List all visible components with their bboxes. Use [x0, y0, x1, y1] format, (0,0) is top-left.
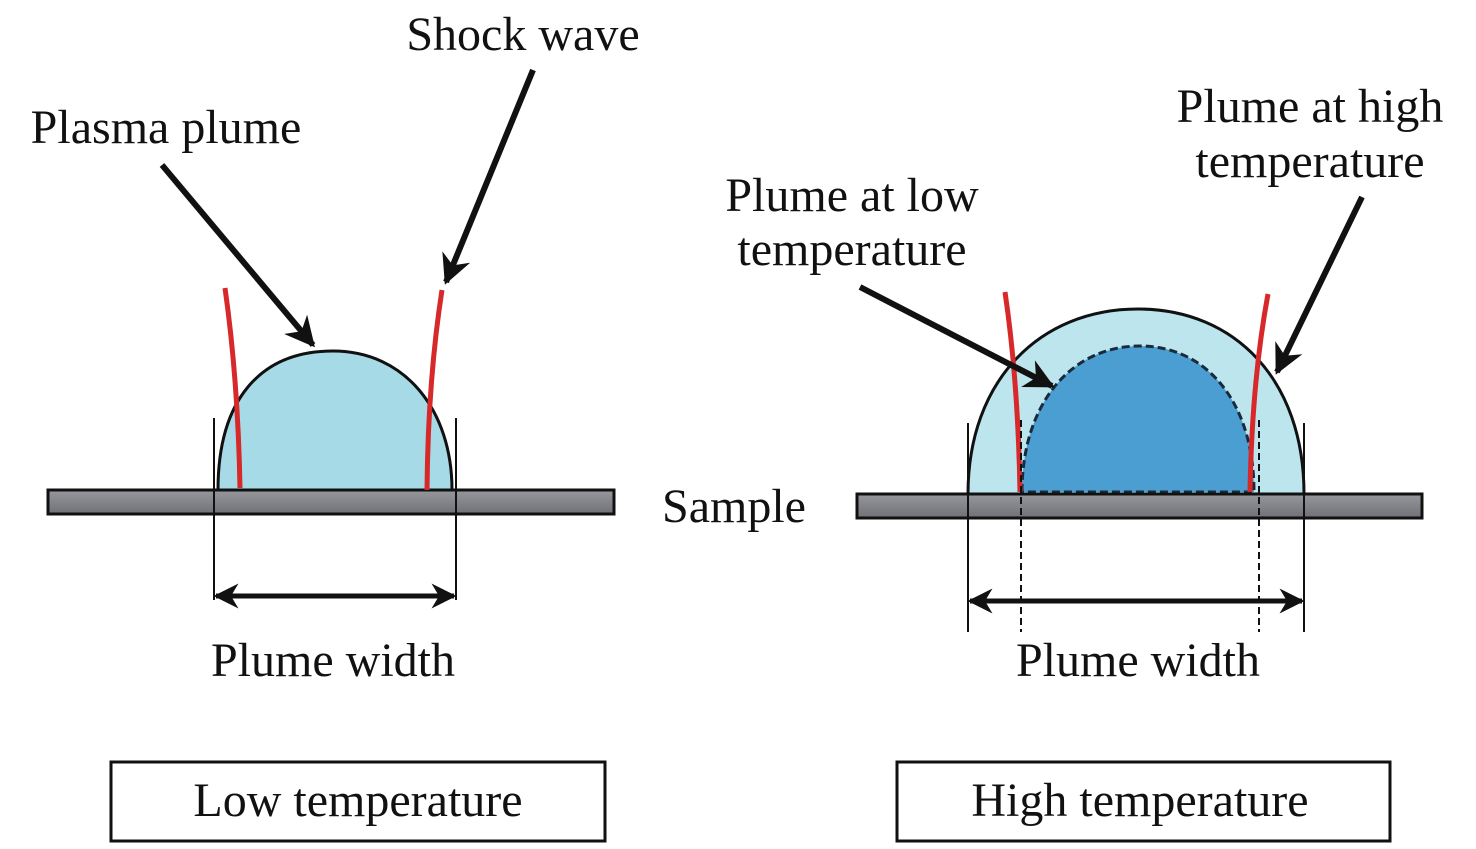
high-temperature-label: High temperature [971, 774, 1308, 827]
sample-substrate [46, 488, 616, 516]
shock-wave-label: Shock wave [406, 8, 639, 61]
low-temperature-box [109, 760, 607, 843]
plume-width-label: Plume width [211, 634, 455, 687]
plasma-plume [216, 349, 454, 492]
high-temperature-box [895, 760, 1392, 843]
plume-high-label-2: temperature [1195, 135, 1424, 188]
shock-wave-right [1247, 293, 1271, 493]
plume-low-arrow [858, 284, 1055, 389]
plume-width-label: Plume width [1016, 634, 1260, 687]
shock-wave-left [222, 287, 243, 489]
low-temperature-panel: Shock wave Plasma plume Plume width Low … [31, 8, 640, 843]
low-temperature-label: Low temperature [193, 774, 522, 827]
plasma-plume-arrow [159, 163, 316, 348]
shock-wave-arrow [442, 68, 536, 285]
high-temperature-panel: Plume at low temperature Plume at high t… [725, 80, 1444, 843]
plume-low-temperature [1020, 344, 1256, 494]
plume-high-label-1: Plume at high [1177, 80, 1444, 133]
plume-low-label-1: Plume at low [725, 169, 979, 222]
sample-label: Sample [662, 480, 806, 533]
sample-substrate [855, 492, 1424, 520]
plasma-plume-label: Plasma plume [31, 101, 302, 154]
shock-wave-right [424, 289, 445, 491]
shock-wave-left [1002, 291, 1023, 493]
plume-low-label-2: temperature [737, 223, 966, 276]
plume-high-arrow [1274, 195, 1365, 375]
